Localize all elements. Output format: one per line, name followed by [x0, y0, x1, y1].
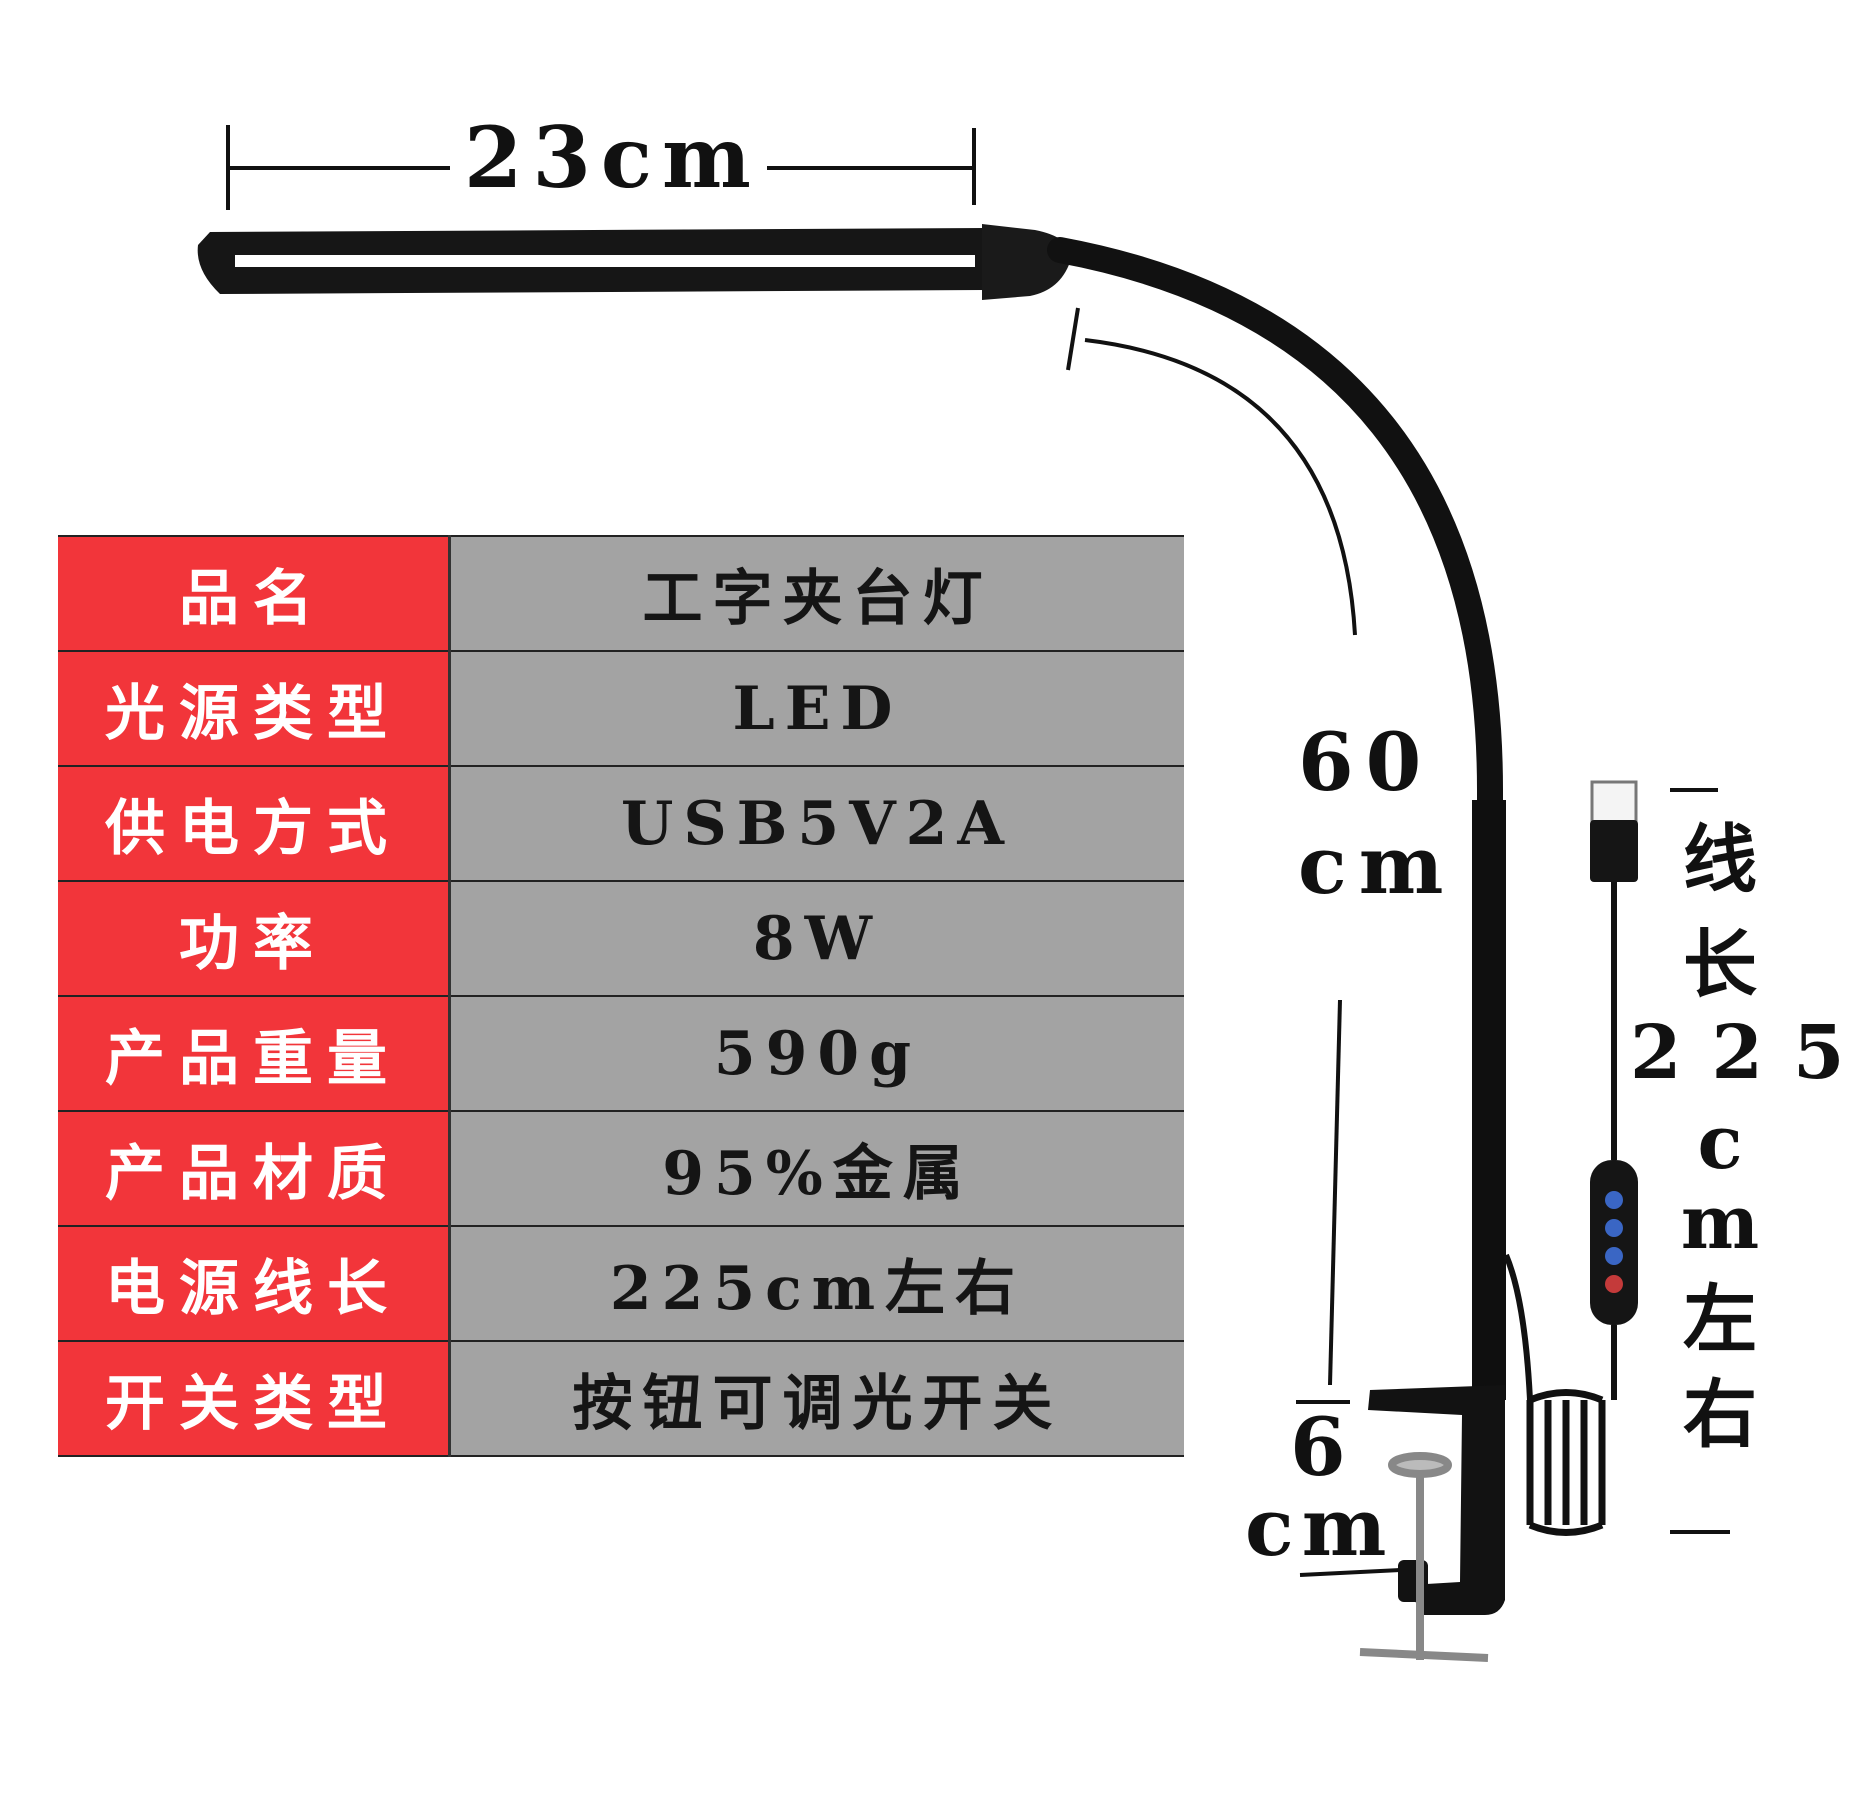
clamp-screw: [1359, 1452, 1489, 1662]
spec-value: 590g: [449, 995, 1184, 1112]
clamp-size-label: 6: [1290, 1400, 1346, 1494]
usb-cable: [1503, 780, 1638, 1536]
spec-value: USB5V2A: [449, 765, 1184, 882]
table-row: 品名 工字夹台灯: [58, 535, 1184, 652]
spec-label: 光源类型: [58, 650, 451, 767]
arm-length-unit: cm: [1298, 818, 1456, 912]
arm-dimension-line: [1066, 307, 1357, 1386]
cable-label-char: c: [1697, 1100, 1743, 1186]
lamp-illustration: [197, 125, 1730, 1662]
table-row: 开关类型 按钮可调光开关: [58, 1340, 1184, 1457]
table-row: 供电方式 USB5V2A: [58, 765, 1184, 882]
spec-value: 95%金属: [449, 1110, 1184, 1227]
cable-label-char: 长: [1683, 922, 1757, 1008]
table-row: 电源线长 225cm左右: [58, 1225, 1184, 1342]
spec-label: 产品材质: [58, 1110, 451, 1227]
spec-value: LED: [449, 650, 1184, 767]
gooseneck-arm: [1047, 237, 1503, 893]
spec-label: 品名: [58, 535, 451, 652]
lamp-pole: [1472, 800, 1506, 1400]
table-row: 产品材质 95%金属: [58, 1110, 1184, 1227]
cable-label-char: 右: [1683, 1372, 1757, 1458]
spec-value: 8W: [449, 880, 1184, 997]
cable-length-number: 225: [1630, 1010, 1874, 1096]
cable-dimension-line: [1670, 788, 1730, 1534]
lamp-head: [197, 224, 1071, 300]
table-row: 光源类型 LED: [58, 650, 1184, 767]
spec-value: 225cm左右: [449, 1225, 1184, 1342]
spec-label: 产品重量: [58, 995, 451, 1112]
spec-label: 供电方式: [58, 765, 451, 882]
table-row: 功率 8W: [58, 880, 1184, 997]
spec-label: 功率: [58, 880, 451, 997]
width-dimension-label: 23cm: [458, 108, 767, 207]
spec-value: 工字夹台灯: [449, 535, 1184, 652]
table-row: 产品重量 590g: [58, 995, 1184, 1112]
spec-value: 按钮可调光开关: [449, 1340, 1184, 1457]
cable-label-char: 线: [1683, 817, 1757, 903]
clamp-size-unit: cm: [1245, 1480, 1395, 1574]
clamp-dimension-line: [1296, 1400, 1401, 1577]
spec-table: 品名 工字夹台灯 光源类型 LED 供电方式 USB5V2A 功率 8W 产品重…: [58, 535, 1184, 1457]
cable-label-char: m: [1680, 1180, 1760, 1266]
arm-length-label: 60: [1298, 715, 1434, 809]
cable-label-char: 左: [1683, 1277, 1757, 1363]
spec-label: 电源线长: [58, 1225, 451, 1342]
spec-label: 开关类型: [58, 1340, 451, 1457]
